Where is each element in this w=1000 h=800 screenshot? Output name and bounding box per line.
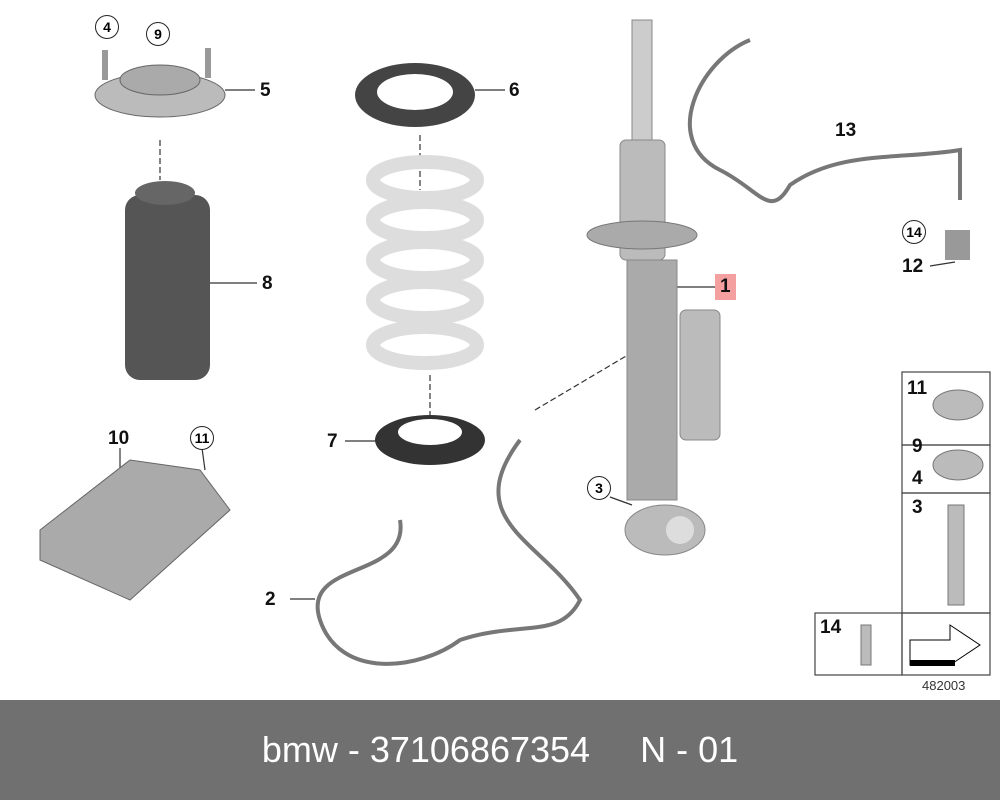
callout-14: 14 (902, 220, 926, 244)
callout-2: 2 (265, 589, 276, 610)
parts-diagram (39, 19, 991, 676)
callout-6: 6 (509, 80, 520, 101)
callout-4: 4 (95, 15, 119, 39)
part-number: bmw - 37106867354 (261, 729, 591, 770)
diagram-code: 482003 (922, 678, 966, 693)
callout-8: 8 (262, 273, 273, 294)
callout-1: 1 (715, 274, 736, 300)
panel-label-4: 4 (912, 468, 923, 489)
callout-13: 13 (835, 120, 857, 141)
footer-bar: bmw - 37106867354 N - 01 (0, 700, 1000, 800)
callout-12: 12 (902, 256, 924, 277)
panel-label-11: 11 (907, 378, 928, 399)
panel-label-3: 3 (912, 497, 923, 518)
panel-label-14: 14 (820, 617, 842, 638)
callout-10: 10 (108, 428, 130, 449)
callout-5: 5 (260, 80, 271, 101)
panel-label-9: 9 (912, 436, 923, 457)
callout-7: 7 (327, 431, 338, 452)
position-note: N - 01 (640, 729, 739, 770)
callout-9: 9 (146, 22, 170, 46)
callout-11: 11 (190, 426, 214, 450)
callout-3: 3 (587, 476, 611, 500)
